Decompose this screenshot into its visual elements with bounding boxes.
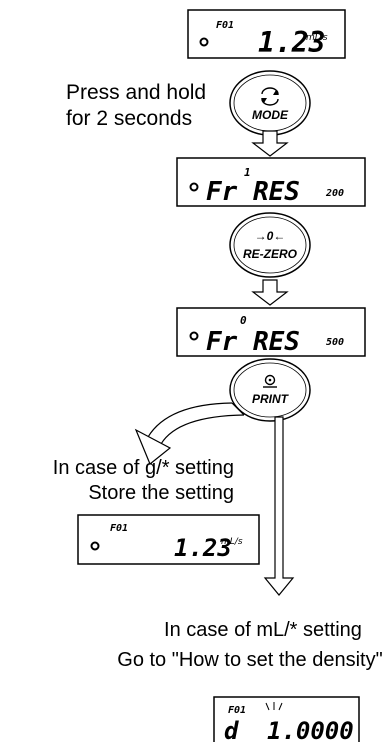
mode-button[interactable]: MODE	[229, 70, 311, 136]
down-arrow-icon	[251, 279, 289, 306]
display-frame	[213, 696, 360, 742]
display-density: F01 d 1.0000	[213, 696, 360, 742]
rezero-button[interactable]: →0← RE-ZERO	[229, 212, 311, 278]
display-text: d	[224, 717, 239, 742]
function-indicator: F01	[110, 523, 128, 534]
display-stored: F01 1.23 mL/s	[77, 514, 260, 565]
display-step1: 1 Fr RES 200	[176, 157, 366, 207]
stable-indicator-icon	[199, 37, 209, 47]
case-ml-caption-line2: Go to "How to set the density"	[117, 649, 382, 671]
function-indicator: F01	[228, 705, 246, 716]
press-hold-caption-line2: for 2 seconds	[66, 107, 192, 130]
sub-value: 500	[326, 337, 344, 348]
setting-digit: 1	[244, 166, 251, 179]
display-value: 1.23	[174, 534, 232, 562]
setting-digit: 0	[240, 314, 247, 327]
branch-left-arrow-icon	[134, 402, 245, 465]
case-g-caption-line1: In case of g/* setting	[53, 457, 234, 479]
stable-indicator-icon	[189, 182, 199, 192]
function-indicator: F01	[216, 20, 234, 31]
stable-indicator-icon	[90, 541, 100, 551]
display-text: Fr RES	[206, 327, 300, 357]
cycle-arrows-icon	[261, 87, 279, 106]
blink-marks-icon	[265, 702, 283, 711]
unit-label: mL/s	[306, 33, 328, 43]
display-value: 1.23	[258, 26, 325, 59]
display-frame	[77, 514, 260, 565]
sub-value: 200	[325, 188, 344, 199]
stable-indicator-icon	[189, 331, 199, 341]
unit-label: mL/s	[221, 537, 243, 547]
display-initial: F01 1.23 mL/s	[187, 9, 346, 59]
rezero-symbol: →0←	[255, 229, 286, 243]
rezero-button-label: RE-ZERO	[243, 247, 298, 261]
display-frame	[176, 157, 366, 207]
mode-button-label: MODE	[252, 108, 289, 122]
print-symbol-icon	[263, 374, 277, 388]
display-text: Fr RES	[206, 177, 300, 207]
case-ml-caption-line1: In case of mL/* setting	[164, 619, 362, 641]
down-arrow-icon	[251, 130, 289, 157]
press-hold-caption-line1: Press and hold	[66, 81, 206, 104]
display-frame	[176, 307, 366, 357]
long-down-arrow-icon	[263, 416, 295, 596]
print-button[interactable]: PRINT	[229, 358, 311, 422]
display-frame	[187, 9, 346, 59]
display-step2: 0 Fr RES 500	[176, 307, 366, 357]
case-g-caption-line2: Store the setting	[88, 482, 234, 504]
print-button-label: PRINT	[252, 392, 290, 406]
display-value: 1.0000	[267, 717, 354, 742]
